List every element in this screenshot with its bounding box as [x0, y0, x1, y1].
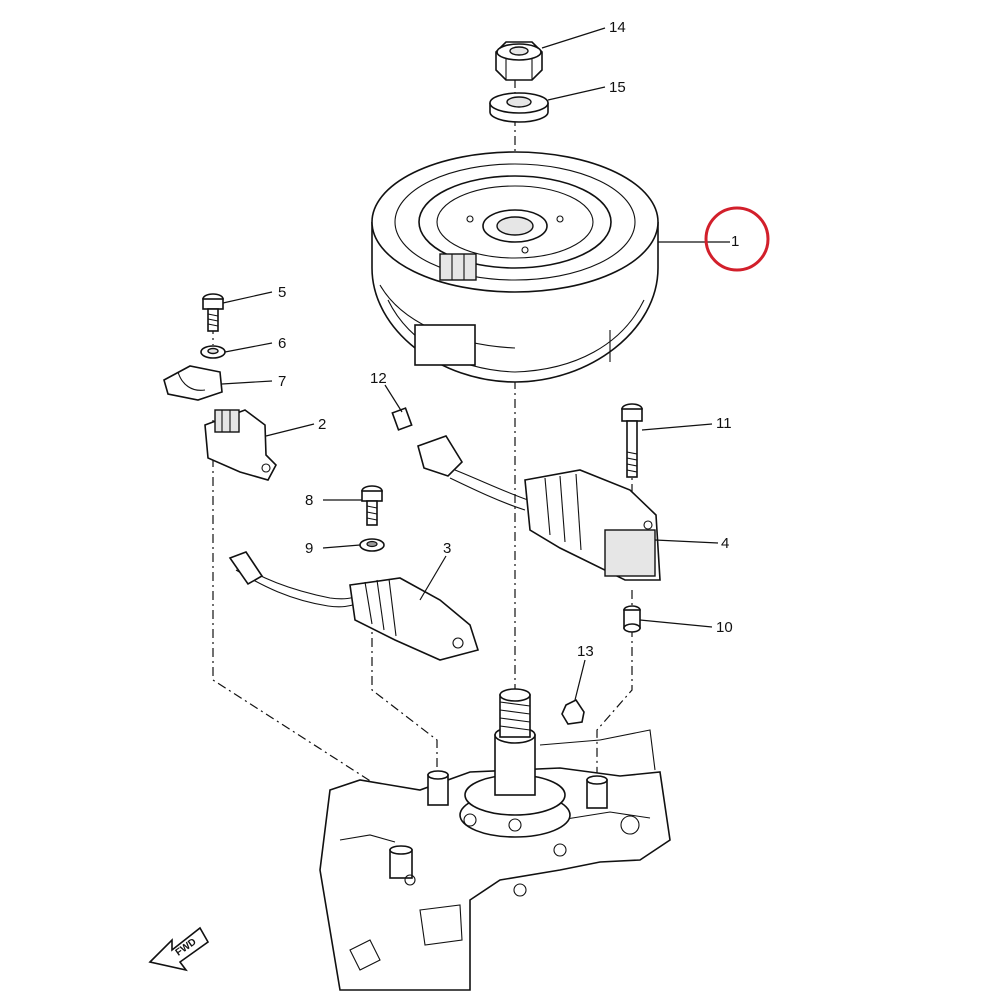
- part-7-clamp: [163, 365, 223, 401]
- callout-4: 4: [721, 535, 729, 552]
- callout-14: 14: [609, 19, 626, 36]
- callout-12: 12: [370, 370, 387, 387]
- part-15-washer: [489, 92, 549, 123]
- callout-9: 9: [305, 540, 313, 557]
- callout-13: 13: [577, 643, 594, 660]
- callout-6: 6: [278, 335, 286, 352]
- part-12-grommet: [391, 407, 413, 431]
- callout-15: 15: [609, 79, 626, 96]
- callout-1: 1: [731, 233, 739, 250]
- callout-11: 11: [716, 415, 732, 432]
- part-4-lighting-coil: [417, 435, 661, 581]
- part-6-washer: [200, 345, 226, 359]
- part-1-flywheel: [371, 151, 659, 383]
- callout-2: 2: [318, 416, 326, 433]
- part-3-pulser-coil: [228, 551, 480, 661]
- part-8-bolt: [361, 485, 383, 526]
- crankcase-block: [319, 688, 671, 991]
- callout-10: 10: [716, 619, 733, 636]
- callout-1-highlight-ring: [704, 206, 770, 272]
- part-11-bolt: [621, 403, 643, 478]
- part-10-collar: [623, 605, 641, 633]
- part-14-nut: [495, 41, 543, 81]
- part-2-rectifier-regulator: [204, 409, 277, 481]
- part-9-washer: [359, 538, 385, 552]
- part-13-woodruff-key: [561, 698, 585, 725]
- callout-7: 7: [278, 373, 286, 390]
- callout-labels: 1 2 3 4 5 6 7 8 9 10 11 12 13 14 15: [278, 19, 739, 660]
- callout-3: 3: [443, 540, 451, 557]
- leader-lines: [221, 27, 730, 701]
- forward-direction-badge: FWD: [148, 926, 210, 972]
- callout-5: 5: [278, 284, 286, 301]
- part-5-bolt: [202, 293, 224, 332]
- callout-8: 8: [305, 492, 313, 509]
